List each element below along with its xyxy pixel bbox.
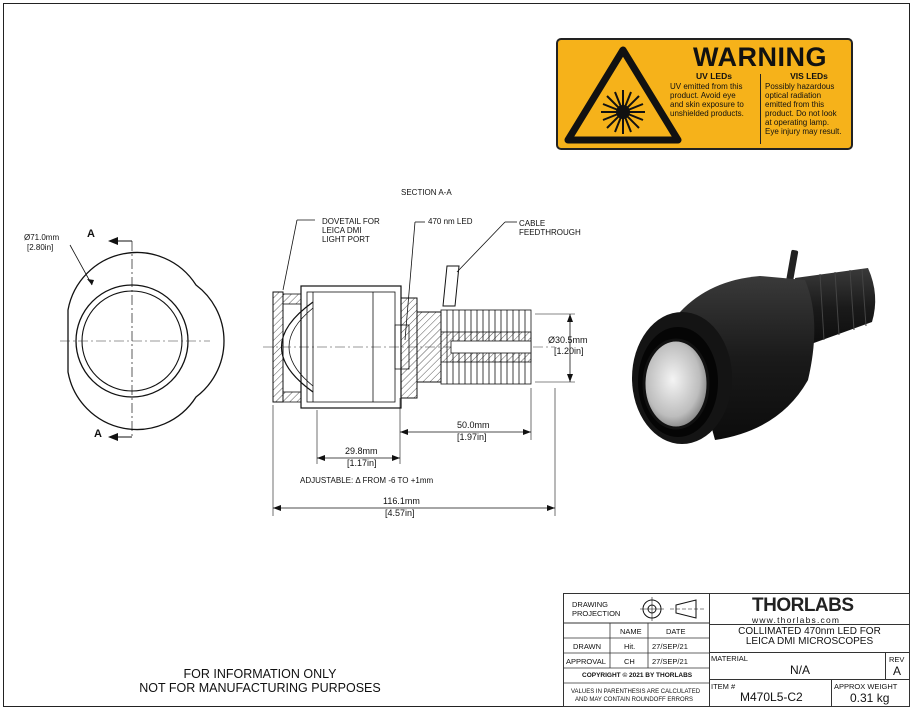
adjustable-note: ADJUSTABLE: Δ FROM -6 TO +1mm bbox=[300, 476, 434, 485]
dim-29-in: [1.17in] bbox=[347, 458, 377, 468]
approval-name: CH bbox=[624, 657, 635, 666]
thorlabs-logo: THORLABS bbox=[752, 595, 854, 616]
vis-line: Eye injury may result. bbox=[765, 127, 842, 136]
uv-line: unshielded products. bbox=[670, 109, 744, 118]
vis-line: product. Do not look bbox=[765, 109, 837, 118]
laser-hazard-icon bbox=[564, 46, 682, 144]
date-header: DATE bbox=[666, 627, 686, 636]
projection-label-2: PROJECTION bbox=[572, 609, 621, 618]
approval-date: 27/SEP/21 bbox=[652, 657, 688, 666]
vis-line: Possibly hazardous bbox=[765, 82, 835, 91]
warning-title: WARNING bbox=[693, 42, 827, 72]
dim-50-mm: 50.0mm bbox=[457, 420, 490, 430]
roundoff-note-1: VALUES IN PARENTHESIS ARE CALCULATED bbox=[571, 689, 701, 695]
weight-value: 0.31 kg bbox=[850, 691, 890, 705]
section-marker-top: A bbox=[87, 228, 95, 240]
dim-116-mm: 116.1mm bbox=[383, 496, 420, 506]
drawn-name: Hit. bbox=[624, 642, 636, 651]
drawn-date: 27/SEP/21 bbox=[652, 642, 688, 651]
item-value: M470L5-C2 bbox=[740, 690, 803, 704]
section-marker-bottom: A bbox=[94, 428, 102, 440]
uv-line: UV emitted from this bbox=[670, 82, 743, 91]
warning-vis-text: VIS LEDs Possibly hazardous optical radi… bbox=[765, 71, 853, 137]
uv-line: and skin exposure to bbox=[670, 100, 744, 109]
third-angle-projection-icon bbox=[640, 597, 704, 621]
name-header: NAME bbox=[620, 627, 642, 636]
note-information-only: FOR INFORMATION ONLY bbox=[183, 667, 337, 681]
rev-value: A bbox=[893, 664, 902, 678]
warning-uv-heading: UV LEDs bbox=[696, 71, 732, 81]
warning-divider bbox=[760, 74, 761, 144]
thorlabs-website: www.thorlabs.com bbox=[752, 615, 841, 625]
dovetail-callout-3: LIGHT PORT bbox=[322, 235, 370, 244]
front-view bbox=[60, 237, 225, 441]
vis-line: at operating lamp. bbox=[765, 118, 830, 127]
description-line-2: LEICA DMI MICROSCOPES bbox=[745, 636, 874, 647]
vis-line: optical radiation bbox=[765, 91, 822, 100]
dovetail-callout-2: LEICA DMI bbox=[322, 226, 362, 235]
drawing-frame bbox=[3, 3, 910, 707]
drawn-label: DRAWN bbox=[573, 642, 602, 651]
section-view bbox=[263, 219, 575, 516]
dim-30-mm: Ø30.5mm bbox=[548, 335, 588, 345]
description-line-1: COLLIMATED 470nm LED FOR bbox=[738, 626, 881, 637]
dim-29-mm: 29.8mm bbox=[345, 446, 378, 456]
title-grid bbox=[563, 622, 710, 684]
dim-116-in: [4.57in] bbox=[385, 508, 415, 518]
drawing-description: COLLIMATED 470nm LED FOR LEICA DMI MICRO… bbox=[709, 627, 910, 647]
warning-uv-text: UV LEDs UV emitted from this product. Av… bbox=[670, 71, 758, 119]
warning-label: WARNING UV LEDs UV emitted from this pro… bbox=[556, 38, 853, 150]
roundoff-note-2: AND MAY CONTAIN ROUNDOFF ERRORS bbox=[575, 697, 694, 703]
led-callout: 470 nm LED bbox=[428, 217, 473, 226]
copyright: COPYRIGHT © 2021 BY THORLABS bbox=[582, 672, 693, 679]
dim-50-in: [1.97in] bbox=[457, 432, 487, 442]
item-label: ITEM # bbox=[711, 682, 736, 691]
front-diameter-mm: Ø71.0mm bbox=[24, 233, 60, 242]
approval-label: APPROVAL bbox=[566, 657, 606, 666]
product-render bbox=[632, 249, 876, 444]
dovetail-callout-1: DOVETAIL FOR bbox=[322, 217, 380, 226]
warning-vis-heading: VIS LEDs bbox=[790, 71, 828, 81]
material-value: N/A bbox=[790, 663, 811, 677]
projection-label-1: DRAWING bbox=[572, 600, 608, 609]
cable-callout-1: CABLE bbox=[519, 219, 546, 228]
material-label: MATERIAL bbox=[711, 654, 748, 663]
rev-label: REV bbox=[889, 655, 905, 664]
front-diameter-in: [2.80in] bbox=[27, 243, 54, 252]
title-block-weight bbox=[831, 679, 910, 707]
vis-line: emitted from this bbox=[765, 100, 825, 109]
cable-callout-2: FEEDTHROUGH bbox=[519, 228, 581, 237]
uv-line: product. Avoid eye bbox=[670, 91, 736, 100]
section-title: SECTION A-A bbox=[401, 188, 452, 197]
dim-30-in: [1.20in] bbox=[554, 346, 584, 356]
weight-label: APPROX WEIGHT bbox=[834, 682, 898, 691]
note-not-for-manufacturing: NOT FOR MANUFACTURING PURPOSES bbox=[139, 681, 381, 695]
